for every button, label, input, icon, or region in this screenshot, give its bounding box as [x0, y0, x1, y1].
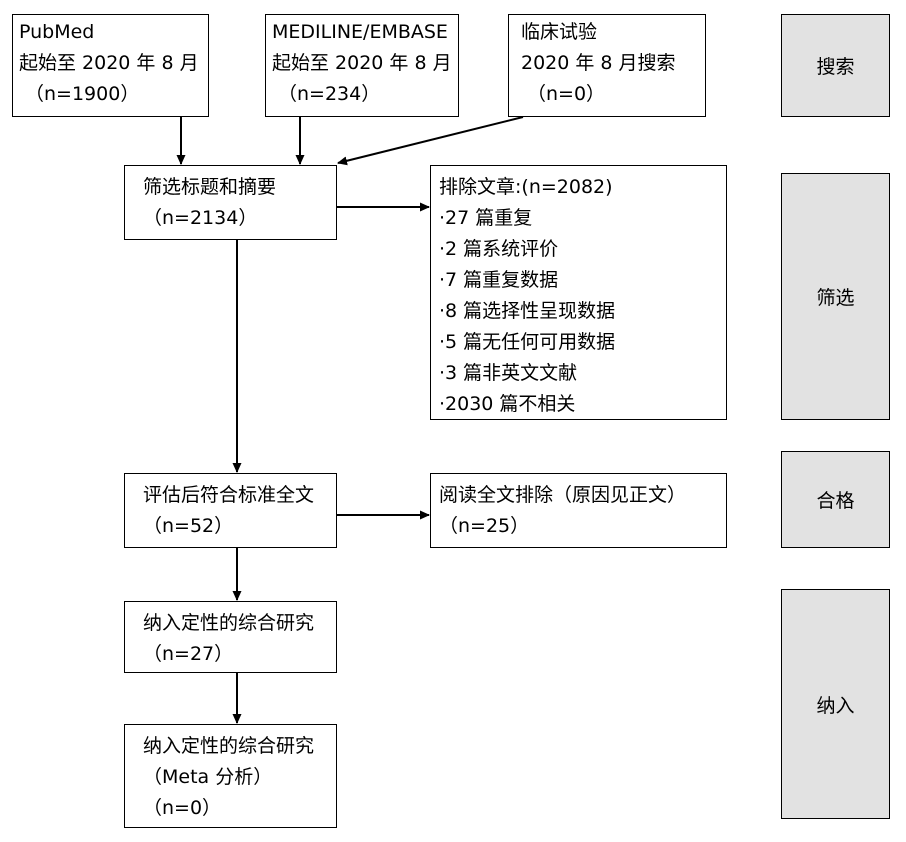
excluded-item-duplicates: ·27 篇重复	[439, 207, 533, 229]
stage-eligibility-label: 合格	[781, 451, 890, 548]
source-trials-title: 临床试验	[521, 21, 598, 43]
source-medline-range: 起始至 2020 年 8 月	[272, 52, 452, 74]
stage-eligibility-text: 合格	[816, 490, 855, 512]
fulltext-excluded-title: 阅读全文排除（原因见正文）	[439, 484, 687, 506]
included-meta-title: 纳入定性的综合研究	[143, 735, 315, 757]
excluded-item-selective-data: ·8 篇选择性呈现数据	[439, 300, 616, 322]
source-pubmed-range: 起始至 2020 年 8 月	[19, 52, 199, 74]
eligible-count: （n=52）	[143, 515, 234, 537]
excluded-box: 排除文章:(n=2082) ·27 篇重复 ·2 篇系统评价 ·7 篇重复数据 …	[430, 165, 727, 420]
included-qualitative-title: 纳入定性的综合研究	[143, 612, 315, 634]
stage-search-label: 搜索	[781, 14, 890, 117]
included-meta-box: 纳入定性的综合研究 （Meta 分析） （n=0）	[124, 724, 337, 828]
screen-count: （n=2134）	[143, 207, 258, 229]
fulltext-excluded-box: 阅读全文排除（原因见正文） （n=25）	[430, 473, 727, 548]
included-qualitative-box: 纳入定性的综合研究 （n=27）	[124, 601, 337, 673]
stage-search-text: 搜索	[816, 56, 855, 78]
excluded-item-systematic-reviews: ·2 篇系统评价	[439, 238, 559, 260]
excluded-header: 排除文章:(n=2082)	[439, 176, 613, 198]
source-pubmed-count: （n=1900）	[25, 83, 140, 105]
excluded-item-non-english: ·3 篇非英文文献	[439, 362, 578, 384]
source-pubmed-box: PubMed 起始至 2020 年 8 月 （n=1900）	[12, 14, 209, 117]
included-meta-count: （n=0）	[143, 797, 222, 819]
source-clinical-trials-box: 临床试验 2020 年 8 月搜索 （n=0）	[508, 14, 706, 117]
stage-screen-label: 筛选	[781, 173, 890, 420]
included-qualitative-count: （n=27）	[143, 643, 234, 665]
excluded-item-no-usable-data: ·5 篇无任何可用数据	[439, 331, 616, 353]
arrow-trials-to-screen	[337, 116, 524, 166]
source-medline-embase-box: MEDILINE/EMBASE 起始至 2020 年 8 月 （n=234）	[265, 14, 459, 117]
fulltext-excluded-count: （n=25）	[439, 515, 530, 537]
source-trials-count: （n=0）	[527, 83, 606, 105]
excluded-item-irrelevant: ·2030 篇不相关	[439, 393, 576, 415]
source-medline-title: MEDILINE/EMBASE	[272, 21, 448, 43]
stage-screen-text: 筛选	[816, 287, 855, 309]
eligible-box: 评估后符合标准全文 （n=52）	[124, 473, 337, 548]
stage-included-text: 纳入	[816, 694, 855, 717]
excluded-item-duplicate-data: ·7 篇重复数据	[439, 269, 559, 291]
screen-box: 筛选标题和摘要 （n=2134）	[124, 165, 337, 240]
source-pubmed-title: PubMed	[19, 21, 95, 43]
included-meta-subtitle: （Meta 分析）	[143, 766, 273, 788]
screen-title: 筛选标题和摘要	[143, 176, 277, 198]
source-trials-range: 2020 年 8 月搜索	[521, 52, 676, 74]
source-medline-count: （n=234）	[278, 83, 381, 105]
eligible-title: 评估后符合标准全文	[143, 484, 315, 506]
stage-included-label: 纳入	[781, 589, 890, 819]
